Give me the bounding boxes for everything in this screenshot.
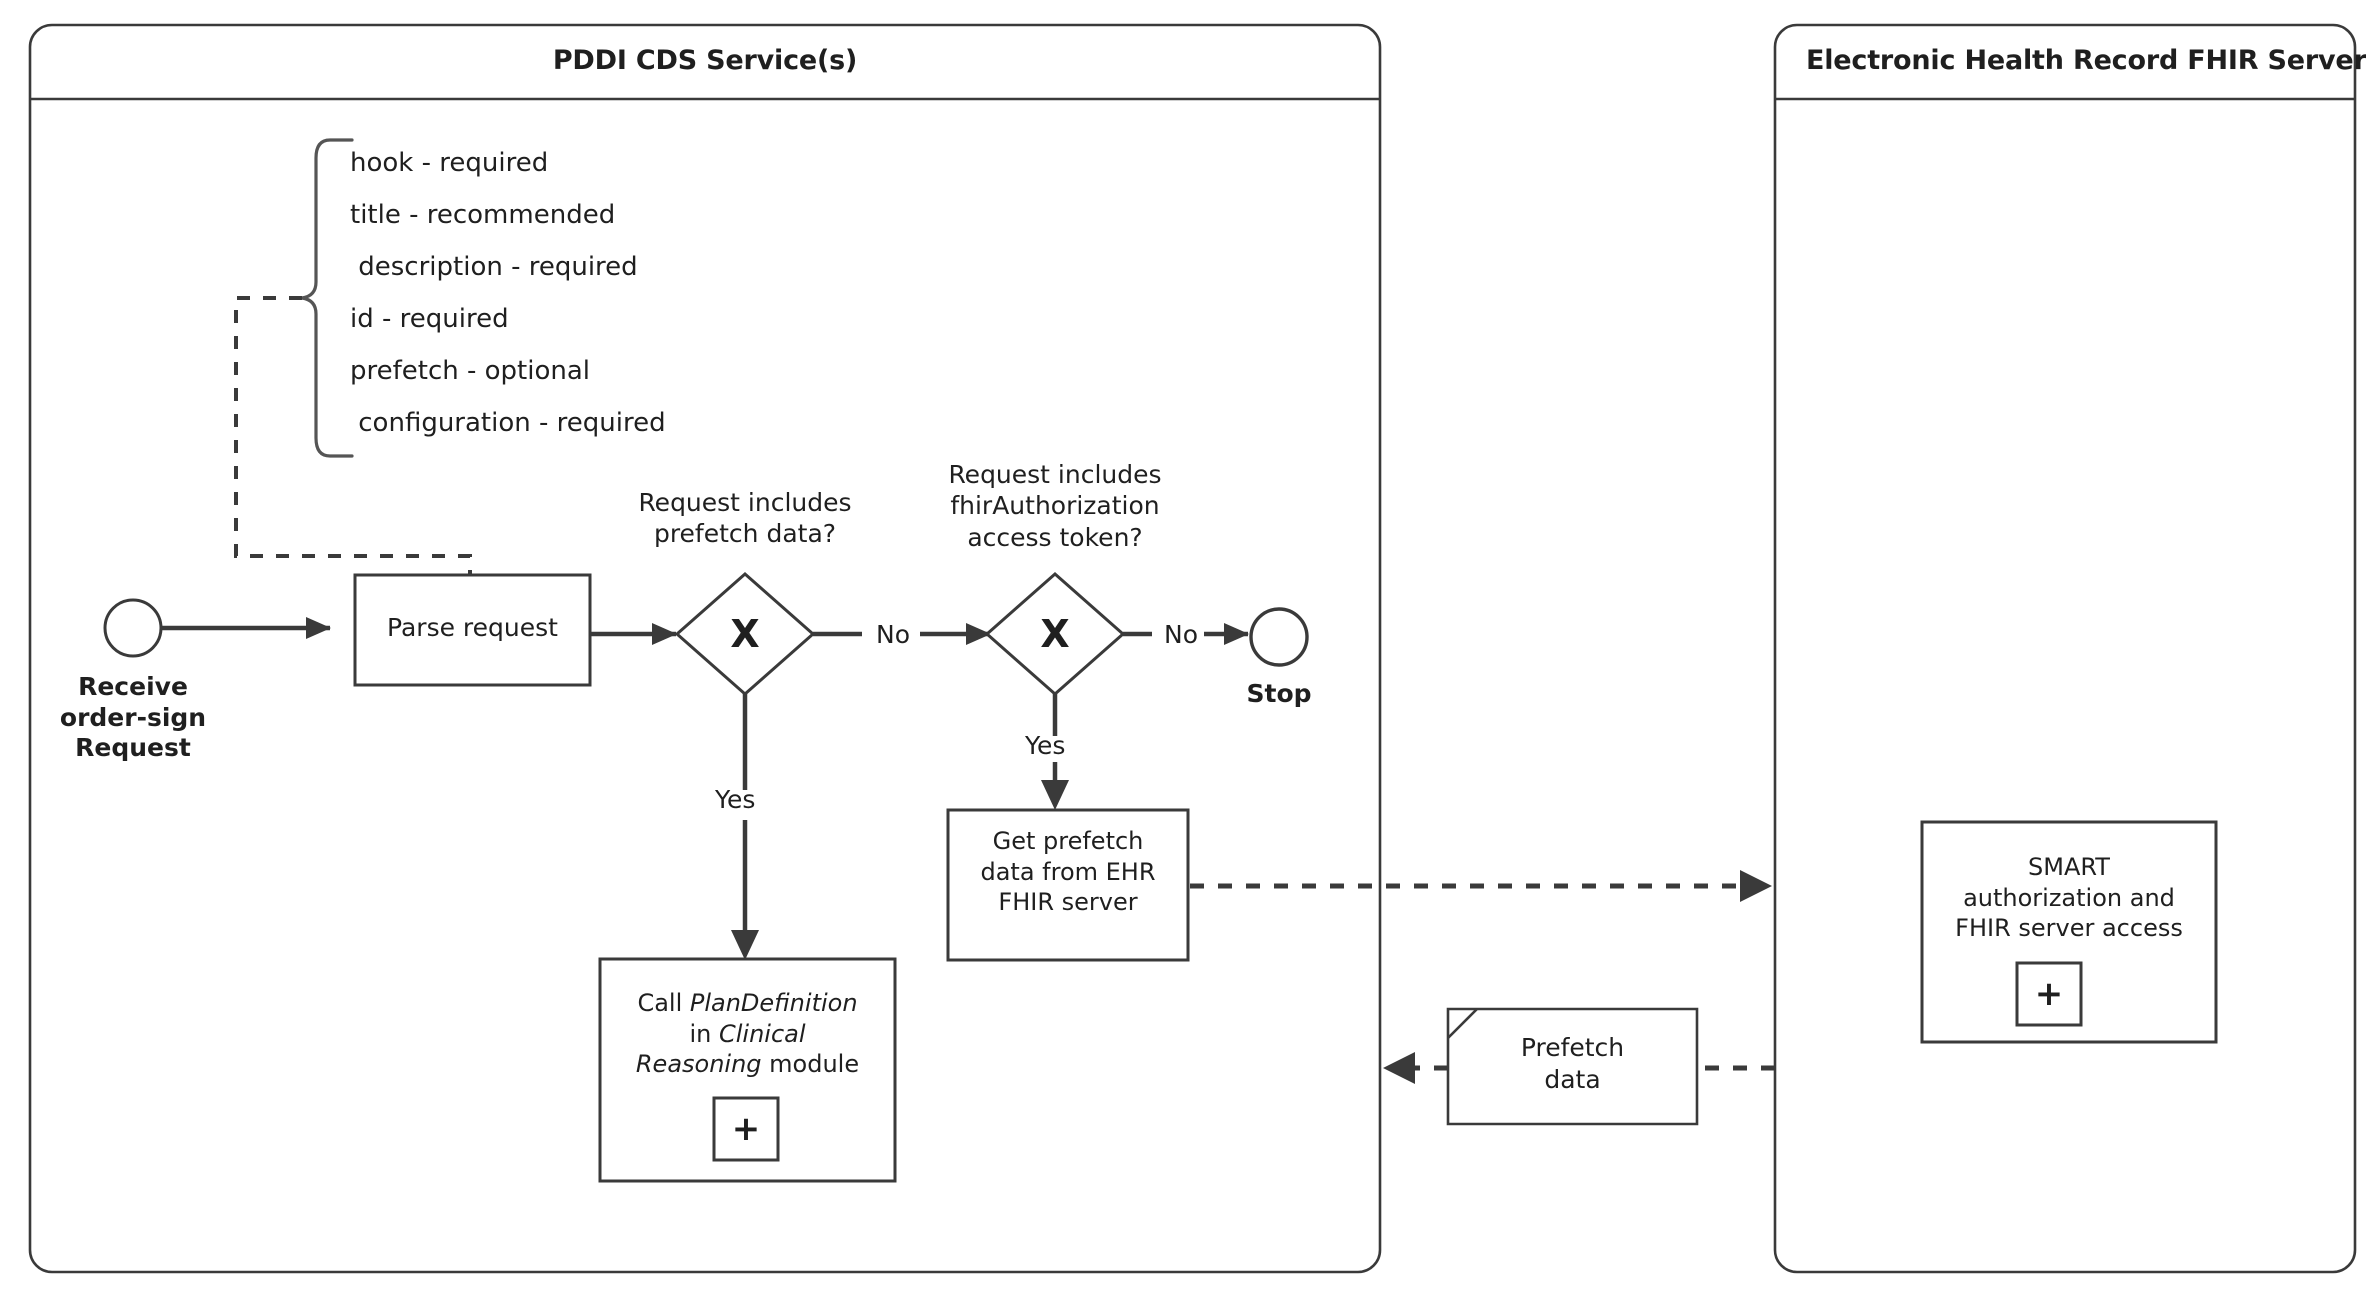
message-object-prefetch-data-label: Prefetch data — [1520, 1033, 1625, 1094]
flow-label-gw-prefetch-no: No — [876, 620, 910, 649]
task-label-segment: module — [761, 1050, 860, 1079]
annotation-item-description: description - required — [350, 252, 638, 282]
end-event-label: Stop — [1246, 679, 1312, 708]
task-call-plandefinition-label: Call PlanDefinition in Clinical Reasonin… — [604, 988, 891, 1080]
annotation-item-title: title - recommended — [350, 200, 616, 230]
task-label-segment: in — [689, 1019, 712, 1048]
annotation-item-id: id - required — [350, 304, 509, 334]
gateway-prefetch-x-icon: X — [730, 612, 760, 656]
pool-ehr-fhir-server — [1773, 23, 2357, 1274]
task-parse-request-label: Parse request — [387, 613, 558, 642]
gateway-auth-x-icon: X — [1040, 612, 1070, 656]
task-label-segment: Call — [637, 989, 690, 1017]
gateway-prefetch-label: Request includes prefetch data? — [638, 488, 852, 549]
flow-label-gw-prefetch-yes: Yes — [715, 785, 756, 814]
annotation-item-prefetch: prefetch - optional — [350, 356, 591, 386]
task-smart-auth-label: SMART authorization and FHIR server acce… — [1955, 853, 2183, 943]
sub-process-expand-marker-plandefinition[interactable]: + — [731, 1109, 761, 1149]
start-event-label: Receive order-sign Request — [59, 672, 207, 762]
task-get-prefetch-label: Get prefetch data from EHR FHIR server — [980, 827, 1156, 917]
start-event-shape — [103, 598, 163, 658]
end-event-shape — [1249, 607, 1309, 667]
sub-process-expand-marker-smart-auth[interactable]: + — [2034, 974, 2064, 1014]
flow-label-gw-auth-no: No — [1164, 620, 1198, 649]
flow-label-gw-auth-yes: Yes — [1025, 731, 1066, 760]
annotation-brace — [301, 138, 354, 458]
gateway-auth-label: Request includes fhirAuthorization acces… — [948, 460, 1162, 552]
annotation-item-configuration: configuration - required — [350, 408, 666, 438]
flow-gw-prefetch-yes — [731, 694, 759, 960]
pool-title-ehr: Electronic Health Record FHIR Server — [1806, 45, 2366, 76]
task-label-segment: Clinical Reasoning — [635, 1019, 806, 1079]
annotation-item-hook: hook - required — [350, 148, 549, 178]
task-label-segment: PlanDefinition — [689, 989, 858, 1017]
pool-title-pddi: PDDI CDS Service(s) — [552, 45, 858, 76]
message-flow-request-to-ehr — [1190, 870, 1772, 902]
